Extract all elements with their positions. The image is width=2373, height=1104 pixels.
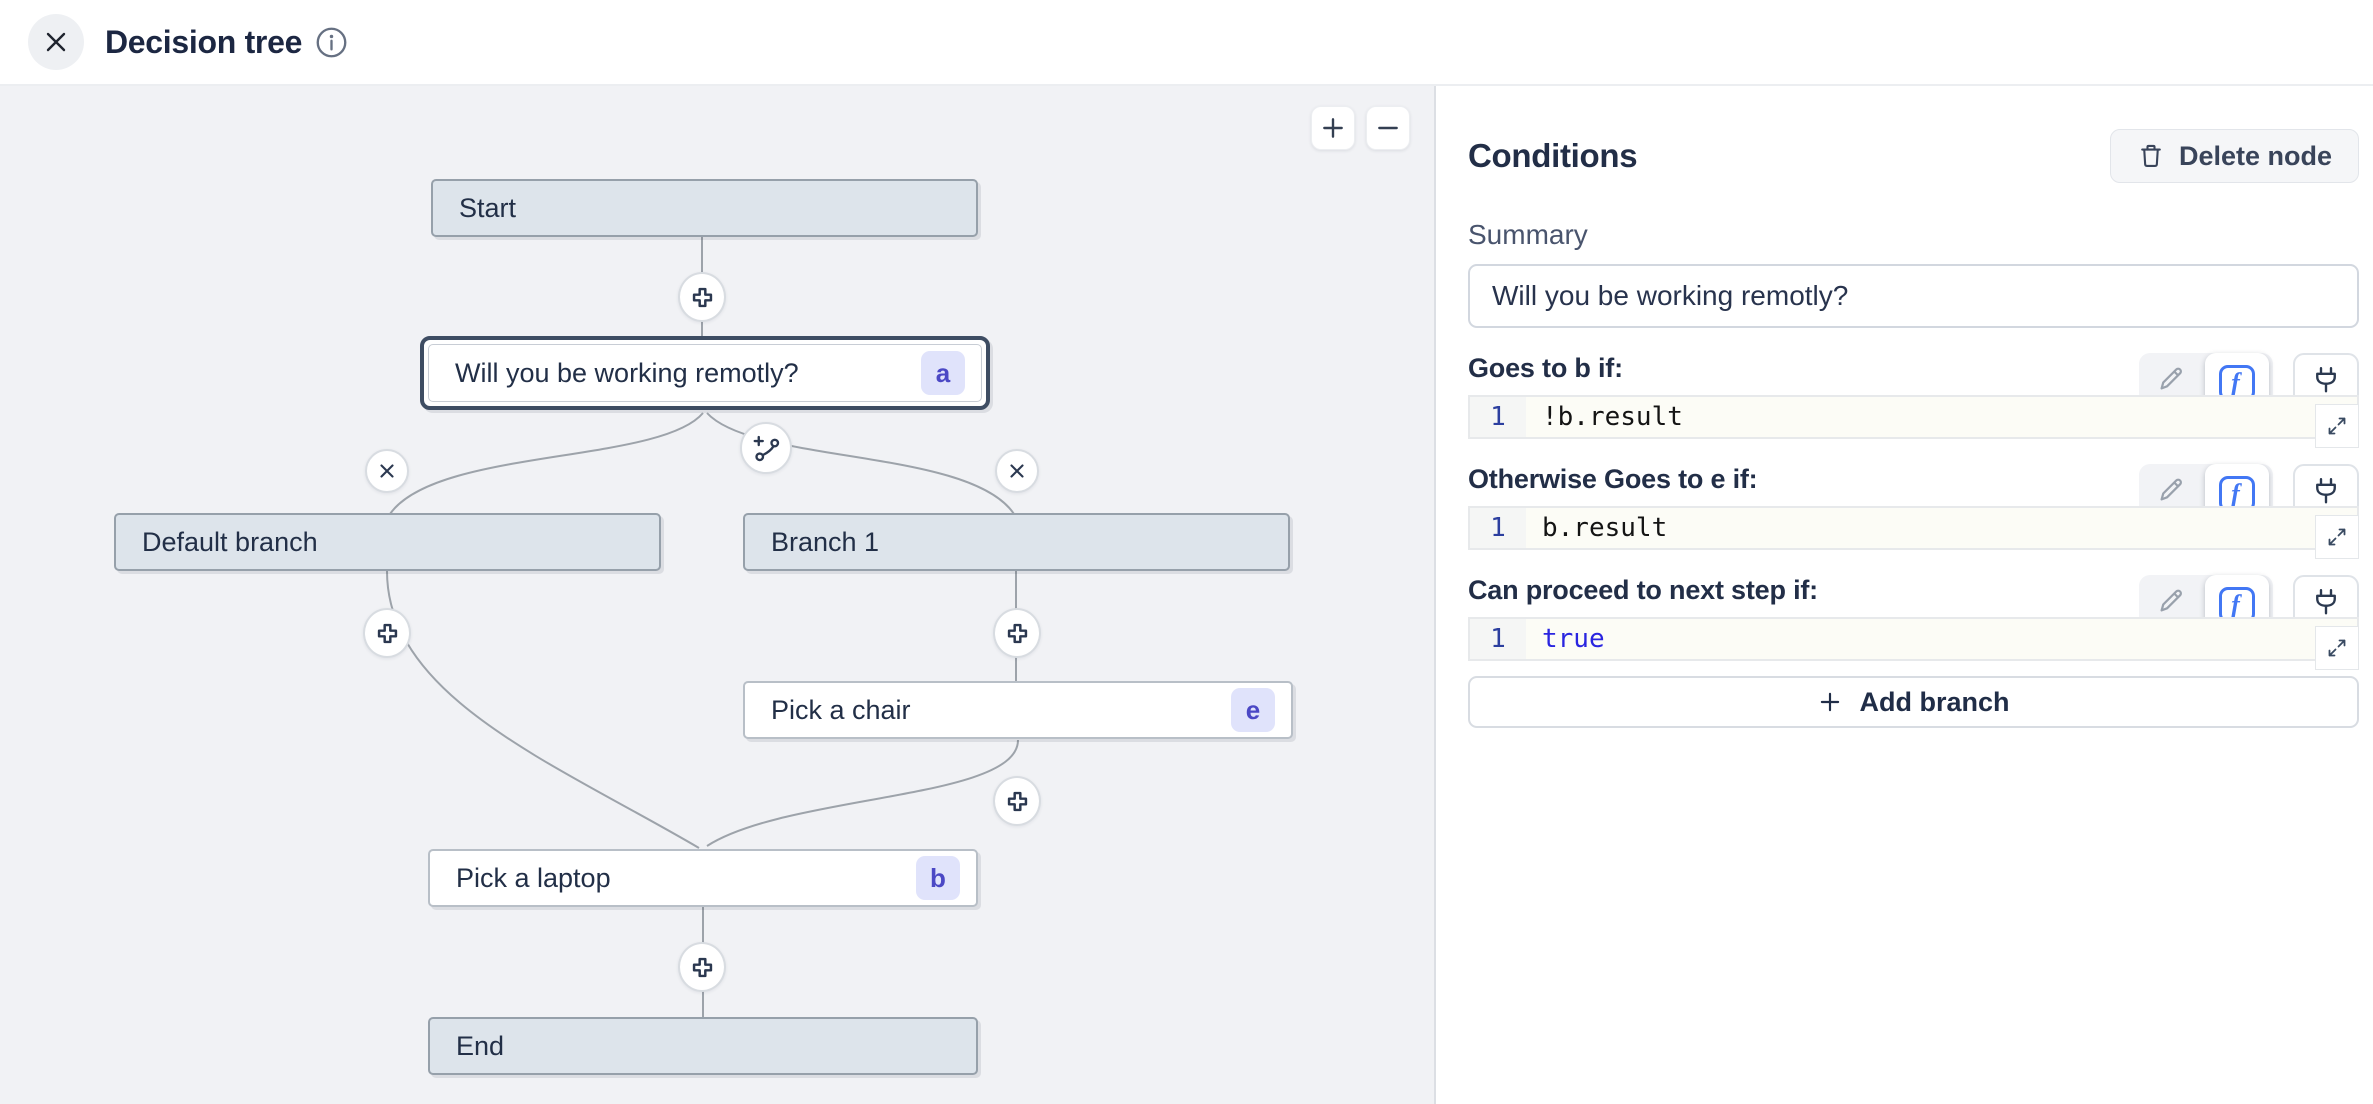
zoom-in-button[interactable] bbox=[1311, 106, 1355, 150]
condition-label: Otherwise Goes to e if: bbox=[1468, 464, 1758, 494]
condition-section: f Otherwise Goes to e if: bbox=[1468, 464, 2359, 559]
node-default-branch[interactable]: Default branch bbox=[114, 513, 661, 571]
edit-mode-button[interactable] bbox=[2143, 353, 2199, 405]
node-pick-a-laptop[interactable]: Pick a laptop b bbox=[428, 849, 978, 907]
code-value: true bbox=[1542, 624, 1605, 654]
plus-icon bbox=[1320, 115, 1346, 141]
node-decision-selected[interactable]: Will you be working remotly? a bbox=[420, 336, 990, 410]
line-number: 1 bbox=[1470, 508, 1526, 548]
node-branch-1[interactable]: Branch 1 bbox=[743, 513, 1290, 571]
edit-mode-button[interactable] bbox=[2143, 464, 2199, 516]
summary-input[interactable] bbox=[1468, 264, 2359, 328]
close-icon bbox=[43, 29, 69, 55]
expand-icon bbox=[2325, 636, 2349, 660]
plus-icon bbox=[1817, 689, 1843, 715]
condition-label: Can proceed to next step if: bbox=[1468, 575, 1818, 605]
delete-node-button[interactable]: Delete node bbox=[2109, 129, 2359, 183]
node-label: Branch 1 bbox=[771, 526, 880, 557]
expand-editor-button[interactable] bbox=[2315, 626, 2359, 670]
plus-node-icon bbox=[374, 620, 401, 647]
plus-node-icon bbox=[1004, 788, 1031, 815]
plug-icon bbox=[2311, 476, 2341, 506]
node-label: Will you be working remotly? bbox=[455, 357, 799, 388]
node-badge: b bbox=[916, 856, 960, 900]
node-label: Default branch bbox=[142, 526, 318, 557]
expand-icon bbox=[2325, 525, 2349, 549]
add-branch-icon bbox=[751, 433, 781, 463]
add-branch-button[interactable]: Add branch bbox=[1468, 676, 2359, 728]
expand-editor-button[interactable] bbox=[2315, 404, 2359, 448]
line-number: 1 bbox=[1470, 619, 1526, 659]
node-pick-a-chair[interactable]: Pick a chair e bbox=[743, 681, 1293, 739]
x-icon bbox=[376, 460, 398, 482]
flow-canvas[interactable]: Start Will you be working remotly? a Def… bbox=[0, 86, 1434, 1104]
expand-editor-button[interactable] bbox=[2315, 515, 2359, 559]
node-label: Start bbox=[459, 192, 517, 223]
edit-mode-button[interactable] bbox=[2143, 575, 2199, 627]
close-button[interactable] bbox=[28, 14, 84, 70]
pencil-icon bbox=[2156, 475, 2186, 505]
code-value: !b.result bbox=[1542, 402, 1683, 432]
expand-icon bbox=[2325, 414, 2349, 438]
plug-icon bbox=[2311, 587, 2341, 617]
add-branch-node-button[interactable] bbox=[740, 422, 792, 474]
conditions-panel: Conditions Delete node Summary bbox=[1434, 86, 2373, 1104]
panel-title: Conditions bbox=[1468, 137, 1638, 174]
add-node-button[interactable] bbox=[678, 272, 726, 322]
plus-node-icon bbox=[1004, 620, 1031, 647]
condition-section: f Can proceed to next step if: bbox=[1468, 575, 2359, 670]
add-node-button[interactable] bbox=[678, 942, 726, 992]
add-node-button[interactable] bbox=[993, 776, 1041, 826]
zoom-out-button[interactable] bbox=[1366, 106, 1410, 150]
add-node-button[interactable] bbox=[993, 608, 1041, 658]
header: Decision tree bbox=[0, 0, 2373, 86]
code-editor[interactable]: 1 true bbox=[1468, 617, 2359, 670]
node-label: Pick a chair bbox=[771, 694, 911, 725]
trash-icon bbox=[2137, 142, 2165, 170]
delete-node-label: Delete node bbox=[2178, 140, 2332, 171]
code-editor[interactable]: 1 b.result bbox=[1468, 506, 2359, 559]
plus-node-icon bbox=[689, 284, 716, 311]
add-branch-label: Add branch bbox=[1859, 686, 2010, 717]
plus-node-icon bbox=[689, 954, 716, 981]
node-start[interactable]: Start bbox=[431, 179, 978, 237]
info-icon[interactable] bbox=[315, 26, 348, 59]
condition-section: f Goes to b if: bbox=[1468, 353, 2359, 448]
remove-branch-button[interactable] bbox=[365, 449, 409, 493]
code-value: b.result bbox=[1542, 513, 1668, 543]
node-badge: e bbox=[1231, 688, 1275, 732]
node-end[interactable]: End bbox=[428, 1017, 978, 1075]
line-number: 1 bbox=[1470, 397, 1526, 437]
remove-branch-button[interactable] bbox=[995, 449, 1039, 493]
node-badge: a bbox=[921, 351, 965, 395]
pencil-icon bbox=[2156, 364, 2186, 394]
node-label: End bbox=[456, 1030, 505, 1061]
node-label: Pick a laptop bbox=[456, 862, 611, 893]
minus-icon bbox=[1375, 115, 1401, 141]
plug-icon bbox=[2311, 365, 2341, 395]
condition-label: Goes to b if: bbox=[1468, 353, 1623, 383]
add-node-button[interactable] bbox=[363, 608, 411, 658]
pencil-icon bbox=[2156, 586, 2186, 616]
summary-label: Summary bbox=[1468, 219, 1588, 250]
code-editor[interactable]: 1 !b.result bbox=[1468, 395, 2359, 448]
x-icon bbox=[1006, 460, 1028, 482]
page-title: Decision tree bbox=[105, 23, 303, 60]
